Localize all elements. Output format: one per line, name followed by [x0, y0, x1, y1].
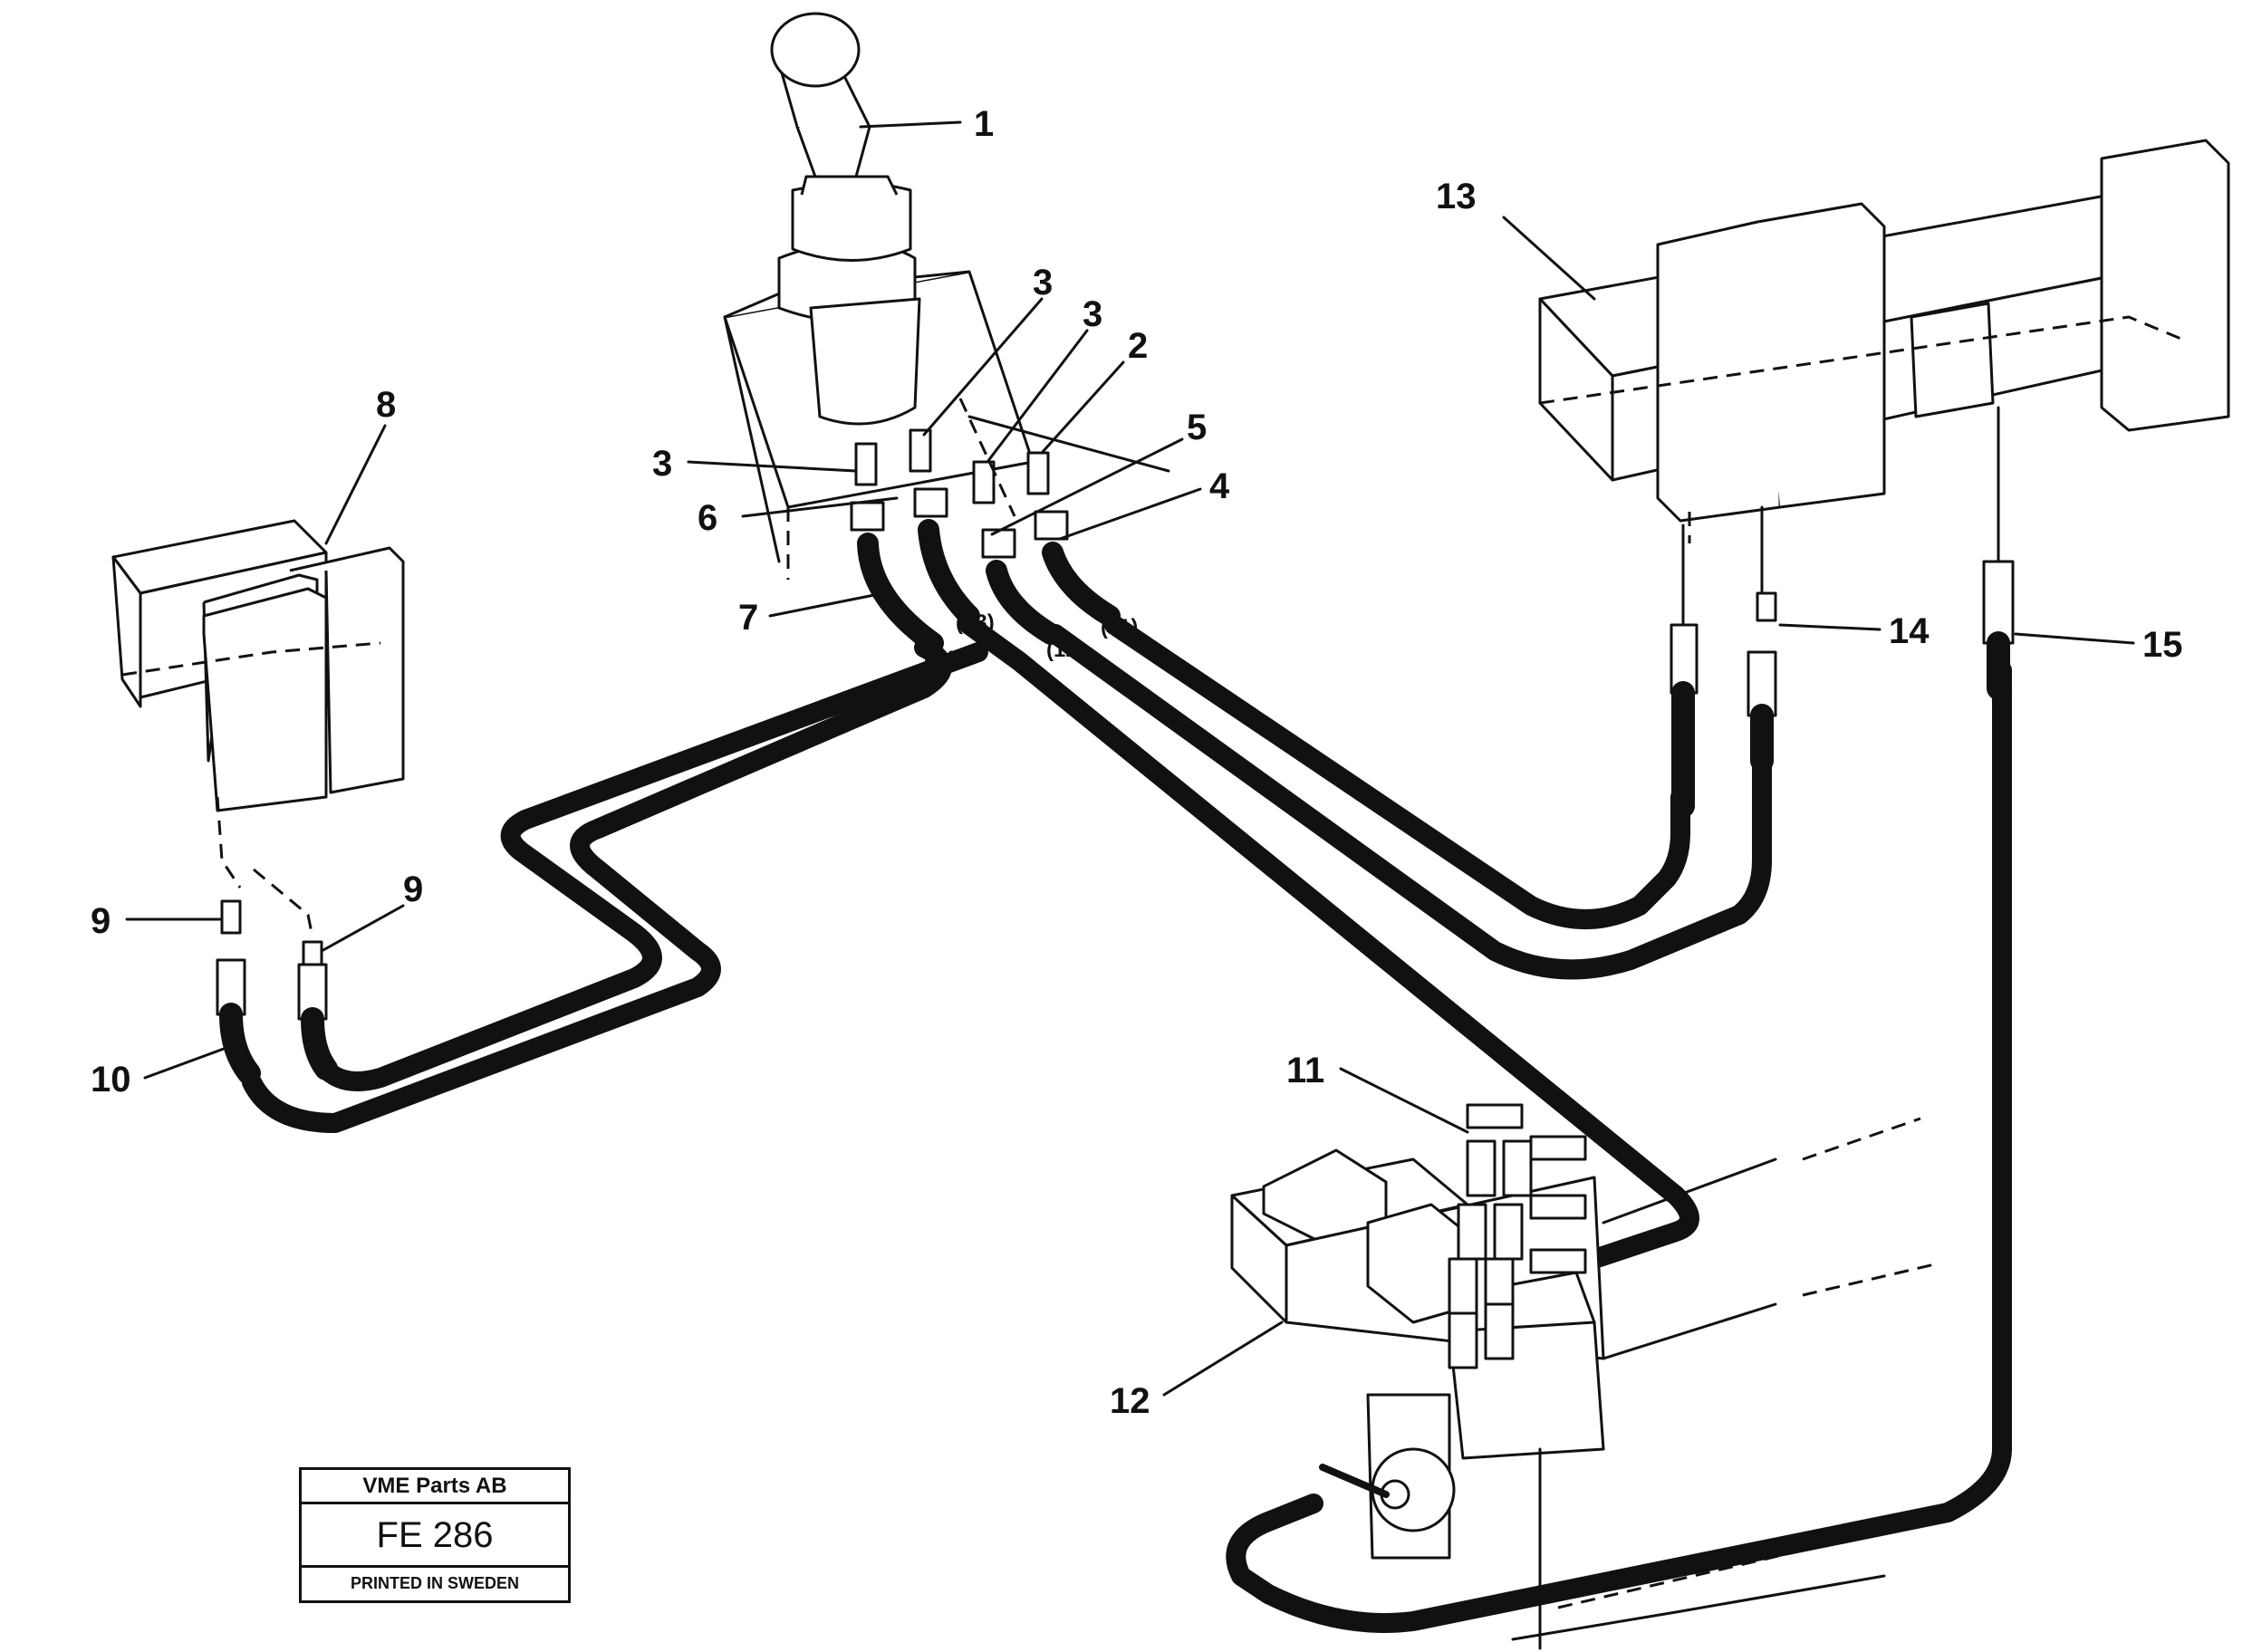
joystick-assembly	[723, 12, 1170, 654]
fittings-3-2	[850, 428, 1069, 559]
fittings-11	[1448, 1103, 1587, 1369]
port-ref-14: (14)	[924, 647, 963, 671]
callout-9-left: 9	[91, 901, 111, 941]
port-ref-11: (11)	[1101, 615, 1138, 639]
fittings-9-hoses-10	[216, 899, 338, 1085]
port-refs: (14) (13) (12) (11)	[924, 610, 1138, 671]
company-name: VME Parts AB	[302, 1470, 568, 1504]
callout-3-left: 3	[652, 444, 672, 484]
callout-3-upper: 3	[1033, 263, 1053, 303]
callout-14: 14	[1889, 611, 1930, 651]
callout-12: 12	[1110, 1381, 1150, 1421]
callout-6: 6	[698, 498, 717, 538]
hose-lines	[242, 615, 2012, 1633]
valve-block-12	[1230, 1103, 1939, 1650]
callout-7: 7	[738, 598, 758, 638]
drawing-code: FE 286	[302, 1504, 568, 1568]
printed-note: PRINTED IN SWEDEN	[350, 1574, 519, 1592]
callout-labels: 1 2 3 3 3 4 5 6 7 8 9 9 10 11 12 13 14 1…	[91, 104, 2183, 1421]
callout-2: 2	[1128, 326, 1148, 366]
valve-block-8	[111, 519, 405, 938]
port-ref-12: (12)	[1046, 638, 1085, 662]
port-ref-13: (13)	[956, 610, 995, 635]
title-block: VME Parts AB FE 286 PRINTED IN SWEDEN	[299, 1467, 571, 1603]
callout-9-right: 9	[403, 869, 423, 909]
leader-lines	[125, 120, 2135, 1397]
callout-15: 15	[2142, 625, 2183, 665]
callout-1: 1	[974, 104, 994, 144]
callout-3-middle: 3	[1083, 294, 1102, 334]
callout-4: 4	[1209, 466, 1230, 506]
callout-5: 5	[1187, 408, 1207, 447]
callout-10: 10	[91, 1060, 131, 1100]
fittings-14-15	[1670, 406, 2015, 818]
callout-8: 8	[376, 385, 396, 425]
callout-11: 11	[1286, 1051, 1324, 1090]
valve-block-13	[1538, 139, 2230, 543]
callout-13: 13	[1436, 177, 1477, 216]
